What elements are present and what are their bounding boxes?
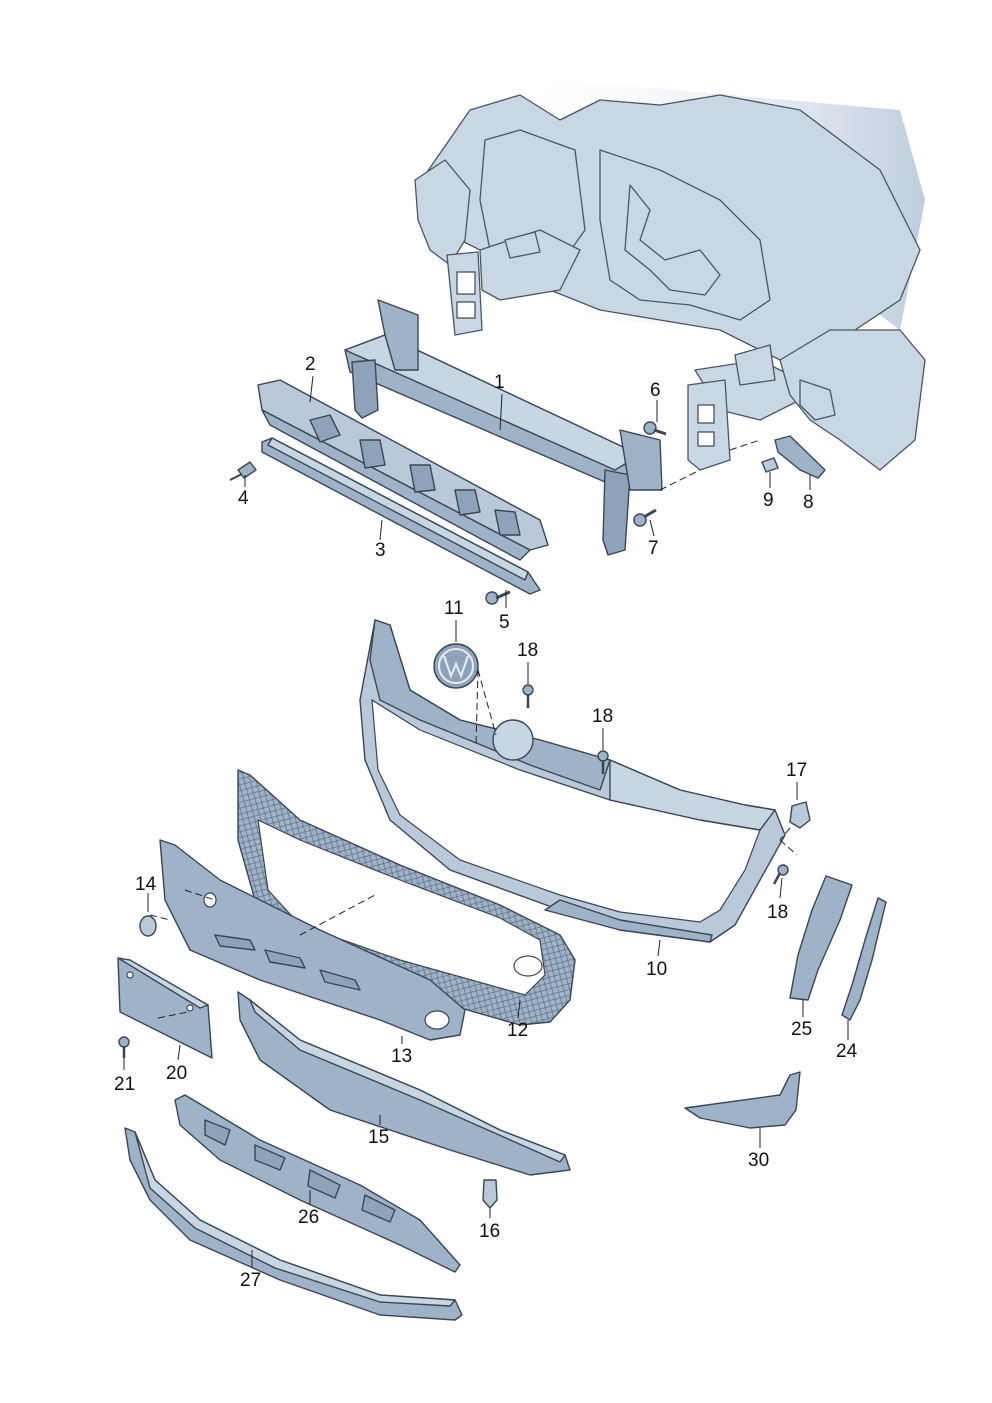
part-30-side-trim [684, 1071, 801, 1129]
fastener-21-screw [118, 1036, 130, 1058]
part-17-clip [789, 801, 811, 829]
fastener-6-bolt [643, 421, 667, 436]
label-part-18-b: 18 [592, 706, 613, 727]
label-part-25: 25 [791, 1019, 812, 1040]
label-part-21: 21 [114, 1074, 135, 1095]
part-27-spoiler-strip [124, 1127, 463, 1321]
part-25-arch-trim [789, 875, 853, 1001]
part-12-grille [237, 769, 576, 1026]
label-part-10: 10 [646, 959, 667, 980]
label-part-17: 17 [786, 760, 807, 781]
part-24-side-bracket [841, 897, 887, 1021]
label-part-18-a: 18 [517, 640, 538, 661]
label-part-4: 4 [238, 488, 249, 509]
fastener-7-bolt [633, 508, 657, 527]
fastener-4-screw [229, 461, 257, 481]
fastener-5-bolt [485, 590, 511, 605]
label-part-20: 20 [166, 1063, 187, 1084]
label-part-30: 30 [748, 1150, 769, 1171]
part-2-impact-absorber [257, 379, 549, 561]
part-14-cap [139, 915, 157, 937]
vehicle-body-structure [414, 80, 926, 471]
label-part-26: 26 [298, 1207, 319, 1228]
fastener-18-screw-a [522, 684, 534, 708]
fastener-9-nut [761, 457, 779, 473]
part-26-under-panel [174, 1094, 461, 1273]
label-part-1: 1 [494, 372, 505, 393]
label-part-2: 2 [305, 354, 316, 375]
part-11-emblem [433, 643, 479, 689]
label-part-11: 11 [444, 598, 464, 619]
part-labels: 1 2 3 4 5 6 7 8 9 10 11 12 13 14 15 16 1… [114, 354, 858, 1291]
label-part-27: 27 [240, 1270, 261, 1291]
label-part-5: 5 [499, 612, 510, 633]
label-part-9: 9 [763, 490, 774, 511]
assembly-lines [149, 439, 798, 1019]
fastener-18-screw-c [772, 864, 789, 885]
label-part-18-c: 18 [767, 902, 788, 923]
part-3-lower-strip [261, 437, 541, 595]
leader-lines [123, 375, 849, 1267]
label-part-8: 8 [803, 492, 814, 513]
part-10-bumper-cover [359, 619, 786, 943]
label-part-14: 14 [135, 874, 157, 895]
label-part-12: 12 [507, 1020, 528, 1041]
label-part-16: 16 [479, 1221, 500, 1242]
part-16-clip [482, 1179, 498, 1209]
label-part-15: 15 [368, 1127, 389, 1148]
part-15-lower-panel [237, 991, 571, 1176]
label-part-13: 13 [391, 1046, 412, 1067]
part-20-plate-holder [117, 957, 213, 1059]
label-part-7: 7 [648, 538, 659, 559]
part-8-guide-bracket [774, 435, 826, 479]
part-13-lower-trim [159, 839, 466, 1041]
label-part-24: 24 [836, 1041, 858, 1062]
label-part-3: 3 [375, 540, 386, 561]
label-part-6: 6 [650, 380, 661, 401]
part-1-bumper-carrier [344, 299, 663, 556]
fastener-18-screw-b [597, 750, 609, 774]
